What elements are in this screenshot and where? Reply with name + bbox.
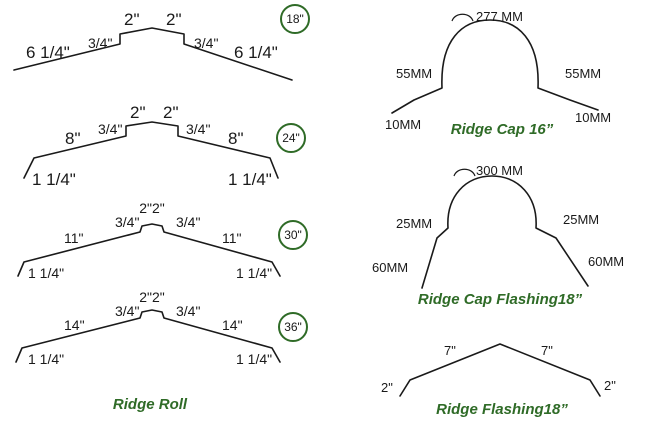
ridge-roll-30-hem-left: 1 1/4" [28, 265, 64, 281]
ridge-roll-36-step-left: 3/4" [115, 303, 139, 319]
ridge-roll-18-side-left: 6 1/4" [26, 43, 70, 62]
ridge-roll-18-step-right: 3/4" [194, 35, 218, 51]
ridge-roll-30: 2"2" 3/4" 3/4" 11" 11" 1 1/4" 1 1/4" 30" [17, 200, 308, 281]
ridge-flashing-18-profile [399, 343, 601, 397]
ridge-roll-18-top-right: 2" [166, 10, 182, 29]
ridge-roll-24: 2" 2" 3/4" 3/4" 8" 8" 1 1/4" 1 1/4" 24" [23, 103, 306, 189]
ridge-roll-group: 2" 2" 3/4" 3/4" 6 1/4" 6 1/4" 18" 2" 2" … [13, 4, 310, 413]
ridge-cap-flashing-18-upper-right: 25MM [563, 212, 599, 227]
ridge-roll-30-profile [17, 223, 281, 277]
ridge-cap-16-leg-right: 55MM [565, 66, 601, 81]
ridge-roll-36-hem-right: 1 1/4" [236, 351, 272, 367]
ridge-roll-30-step-right: 3/4" [176, 214, 200, 230]
ridge-flashing-18-hem-right: 2" [604, 378, 616, 393]
ridge-roll-18-step-left: 3/4" [88, 35, 112, 51]
ridge-roll-24-hem-left: 1 1/4" [32, 170, 76, 189]
svg-text:24": 24" [282, 131, 300, 145]
ridge-cap-flashing-18-profile [421, 175, 589, 289]
ridge-roll-24-hem-right: 1 1/4" [228, 170, 272, 189]
ridge-roll-24-side-right: 8" [228, 129, 244, 148]
ridge-roll-30-step-left: 3/4" [115, 214, 139, 230]
ridge-cap-16-hem-left: 10MM [385, 117, 421, 132]
ridge-cap-flashing-18-lower-right: 60MM [588, 254, 624, 269]
ridge-roll-24-step-left: 3/4" [98, 121, 122, 137]
ridge-roll-18-top-left: 2" [124, 10, 140, 29]
ridge-roll-18-profile [13, 27, 293, 81]
ridge-roll-36-profile [15, 309, 281, 363]
ridge-roll-36-hem-left: 1 1/4" [28, 351, 64, 367]
ridge-roll-24-side-left: 8" [65, 129, 81, 148]
ridge-cap-16-group: 277 MM 55MM 55MM 10MM 10MM Ridge Cap 16” [385, 9, 611, 138]
ridge-roll-caption: Ridge Roll [113, 396, 188, 413]
ridge-roll-36-step-right: 3/4" [176, 303, 200, 319]
ridge-roll-30-badge: 30" [278, 220, 308, 250]
ridge-cap-flashing-18-arc-icon [453, 168, 476, 177]
ridge-roll-36-side-right: 14" [222, 317, 243, 333]
ridge-cap-16-leg-left: 55MM [396, 66, 432, 81]
ridge-flashing-18-hem-left: 2" [381, 380, 393, 395]
ridge-cap-flashing-18-group: 300 MM 25MM 25MM 60MM 60MM Ridge Cap Fla… [372, 163, 624, 308]
ridge-roll-24-top-right: 2" [163, 103, 179, 122]
ridge-roll-36-badge: 36" [278, 312, 308, 342]
ridge-roll-36: 2"2" 3/4" 3/4" 14" 14" 1 1/4" 1 1/4" 36" [15, 289, 308, 367]
ridge-roll-30-top: 2"2" [139, 200, 165, 216]
ridge-roll-30-side-left: 11" [64, 230, 84, 246]
ridge-roll-24-top-left: 2" [130, 103, 146, 122]
ridge-roll-30-side-right: 11" [222, 230, 242, 246]
ridge-cap-flashing-18-lower-left: 60MM [372, 260, 408, 275]
ridge-roll-24-profile [23, 121, 279, 179]
ridge-cap-flashing-18-arc: 300 MM [476, 163, 523, 178]
ridge-flashing-18-side-left: 7" [444, 343, 456, 358]
svg-text:36": 36" [284, 320, 302, 334]
ridge-roll-24-step-right: 3/4" [186, 121, 210, 137]
ridge-flashing-18-group: 7" 7" 2" 2" Ridge Flashing18” [381, 343, 616, 418]
ridge-roll-18-side-right: 6 1/4" [234, 43, 278, 62]
ridge-roll-36-side-left: 14" [64, 317, 85, 333]
svg-text:18": 18" [286, 12, 304, 26]
ridge-roll-18-badge: 18" [280, 4, 310, 34]
ridge-cap-16-caption: Ridge Cap 16” [451, 121, 554, 138]
ridge-flashing-18-side-right: 7" [541, 343, 553, 358]
svg-text:30": 30" [284, 228, 302, 242]
ridge-roll-36-top: 2"2" [139, 289, 165, 305]
ridge-roll-30-hem-right: 1 1/4" [236, 265, 272, 281]
ridge-roll-24-badge: 24" [276, 123, 306, 153]
ridge-flashing-18-caption: Ridge Flashing18” [436, 401, 568, 418]
ridge-cap-16-arc: 277 MM [476, 9, 523, 24]
ridge-cap-16-arc-icon [451, 13, 474, 22]
ridge-roll-18: 2" 2" 3/4" 3/4" 6 1/4" 6 1/4" 18" [13, 4, 310, 81]
ridge-cap-16-hem-right: 10MM [575, 110, 611, 125]
ridge-cap-flashing-18-caption: Ridge Cap Flashing18” [418, 291, 583, 308]
ridge-cap-flashing-18-upper-left: 25MM [396, 216, 432, 231]
ridge-cap-16-profile [391, 19, 599, 114]
